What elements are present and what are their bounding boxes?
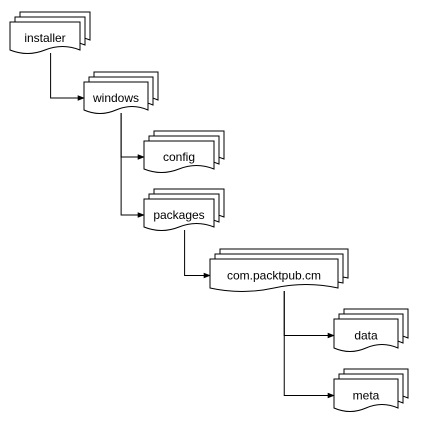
node-packages: packages	[143, 188, 225, 231]
document-sheet-icon	[333, 378, 399, 412]
document-sheet-icon	[9, 21, 81, 54]
connector-packages-to-com-packtpub-cm	[184, 230, 211, 279]
document-sheet-icon	[143, 198, 215, 231]
node-data: data	[333, 308, 409, 352]
node-meta: meta	[333, 368, 409, 412]
node-label: meta	[353, 389, 380, 403]
node-label: config	[163, 150, 195, 164]
node-label: com.packtpub.cm	[227, 269, 321, 283]
connector-windows-to-packages	[120, 113, 145, 218]
node-label: installer	[24, 31, 65, 45]
connector-installer-to-windows	[50, 53, 85, 101]
document-sheet-icon	[143, 140, 215, 173]
document-sheet-icon	[83, 81, 149, 114]
node-label: windows	[92, 91, 139, 105]
connector-com-packtpub-cm-to-meta	[283, 291, 335, 399]
node-windows: windows	[83, 71, 159, 114]
connector-com-packtpub-cm-to-data	[283, 291, 335, 339]
node-label: data	[354, 329, 378, 343]
node-installer: installer	[9, 11, 91, 54]
document-sheet-icon	[333, 318, 399, 352]
connector-windows-to-config	[120, 113, 145, 160]
document-nodes: installer windows config packages com.packtp…	[9, 11, 409, 412]
document-sheet-icon	[209, 258, 339, 292]
node-com-packtpub-cm: com.packtpub.cm	[209, 248, 349, 292]
connector-lines	[50, 53, 335, 399]
node-label: packages	[153, 208, 204, 222]
node-config: config	[143, 130, 225, 173]
